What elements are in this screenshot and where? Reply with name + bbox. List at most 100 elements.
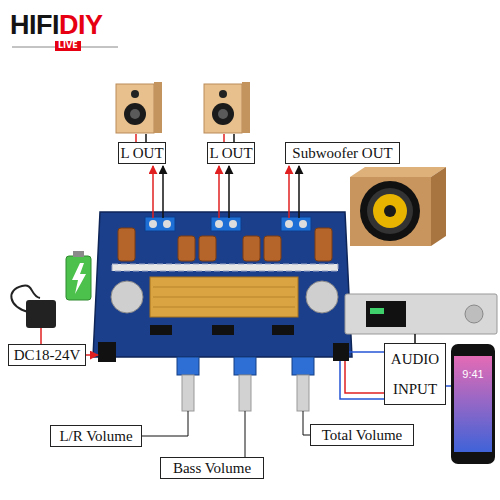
amplifier-board: [93, 212, 352, 357]
subwoofer-cone: [373, 194, 407, 228]
speaker-side: [242, 82, 250, 133]
inductor: [118, 228, 135, 261]
terminal-screw: [285, 220, 293, 228]
output-arrow: [152, 166, 154, 218]
subwoofer-side: [431, 167, 446, 246]
subwoofer-cap: [384, 205, 396, 217]
output-arrow: [228, 166, 230, 218]
input-wire: [340, 361, 384, 399]
box-label: Total Volume: [322, 427, 402, 444]
inductor: [315, 228, 332, 261]
box-label: L OUT: [120, 145, 163, 162]
output-box: L OUT: [118, 142, 166, 164]
heatsink-fin: [153, 287, 295, 288]
speaker-wire: [145, 134, 147, 142]
heatsink: [150, 277, 298, 317]
pot-shaft: [182, 375, 194, 411]
logo-text: DIY: [59, 10, 103, 41]
potentiometer: [292, 357, 314, 375]
power-adapter: [26, 300, 56, 328]
terminal-screw: [229, 220, 237, 228]
output-arrow: [298, 166, 300, 218]
chip: [150, 325, 172, 335]
output-terminal: [211, 217, 241, 231]
speaker-wire: [233, 134, 235, 142]
player-indicator: [370, 308, 384, 314]
speaker-woofer: [124, 103, 146, 125]
component-row: [112, 264, 338, 271]
pot-shaft: [297, 375, 309, 411]
speaker-tweeter: [219, 90, 227, 98]
subwoofer-surround: [360, 181, 420, 241]
phone-clock: 9:41: [454, 368, 492, 381]
potentiometer: [177, 357, 199, 375]
battery-cap: [73, 251, 84, 257]
capacitor: [306, 281, 338, 313]
power-arrow: [86, 354, 98, 356]
player-knob: [465, 305, 483, 323]
power-box: DC18-24V: [8, 344, 86, 366]
box-label: Bass Volume: [173, 460, 251, 477]
speaker-tweeter: [131, 90, 139, 98]
dc-jack: [98, 342, 116, 362]
box-label: DC18-24V: [14, 347, 81, 364]
source-wire: [446, 385, 451, 387]
capacitor: [111, 281, 143, 313]
logo-badge: LIVE: [55, 41, 81, 51]
chip: [212, 325, 234, 335]
logo-text: HIFI: [10, 10, 59, 41]
potentiometer: [234, 357, 256, 375]
output-box: Subwoofer OUT: [285, 142, 400, 164]
leader-line: [245, 411, 246, 457]
charge-bolt: [72, 263, 86, 294]
output-terminal: [145, 217, 175, 231]
input-box: AUDIO INPUT: [384, 343, 446, 405]
terminal-screw: [149, 220, 157, 228]
inductor: [199, 236, 216, 261]
box-label: L/R Volume: [59, 428, 132, 445]
terminal-screw: [163, 220, 171, 228]
subwoofer-top: [350, 167, 446, 177]
speaker-cone: [218, 109, 228, 119]
box-label: INPUT: [393, 381, 437, 398]
terminal-screw: [299, 220, 307, 228]
battery: [66, 256, 91, 300]
inductor: [243, 236, 260, 261]
subwoofer-ring: [367, 188, 413, 234]
audio-jack: [333, 343, 349, 361]
output-box: L OUT: [207, 142, 255, 164]
source-wire: [414, 334, 416, 343]
box-label: Subwoofer OUT: [292, 145, 392, 162]
speaker-front: [204, 84, 242, 133]
speaker-side: [154, 82, 162, 133]
input-wire: [349, 351, 384, 353]
audio-player: [345, 294, 497, 334]
speaker-front: [116, 84, 154, 133]
power-wire: [40, 328, 42, 344]
smartphone: [451, 344, 495, 464]
control-box: L/R Volume: [50, 425, 142, 447]
output-arrow: [162, 166, 164, 218]
output-arrow: [218, 166, 220, 218]
leader-line: [142, 411, 188, 436]
output-terminal: [281, 217, 311, 231]
terminal-screw: [215, 220, 223, 228]
speaker-cone: [130, 109, 140, 119]
subwoofer-front: [350, 177, 431, 246]
speaker-woofer: [212, 103, 234, 125]
player-display: [366, 301, 406, 327]
heatsink-fin: [153, 297, 295, 298]
heatsink-fin: [153, 307, 295, 308]
brand-logo: HIFIDIY: [10, 10, 103, 41]
control-box: Bass Volume: [160, 457, 264, 479]
pot-shaft: [239, 375, 251, 411]
chip: [272, 325, 294, 335]
speaker-wire: [223, 134, 225, 142]
phone-screen: [454, 356, 492, 452]
output-arrow: [288, 166, 290, 218]
input-wire: [345, 361, 384, 393]
box-label: AUDIO: [391, 351, 439, 368]
inductor: [264, 236, 281, 261]
leader-line: [303, 411, 310, 435]
